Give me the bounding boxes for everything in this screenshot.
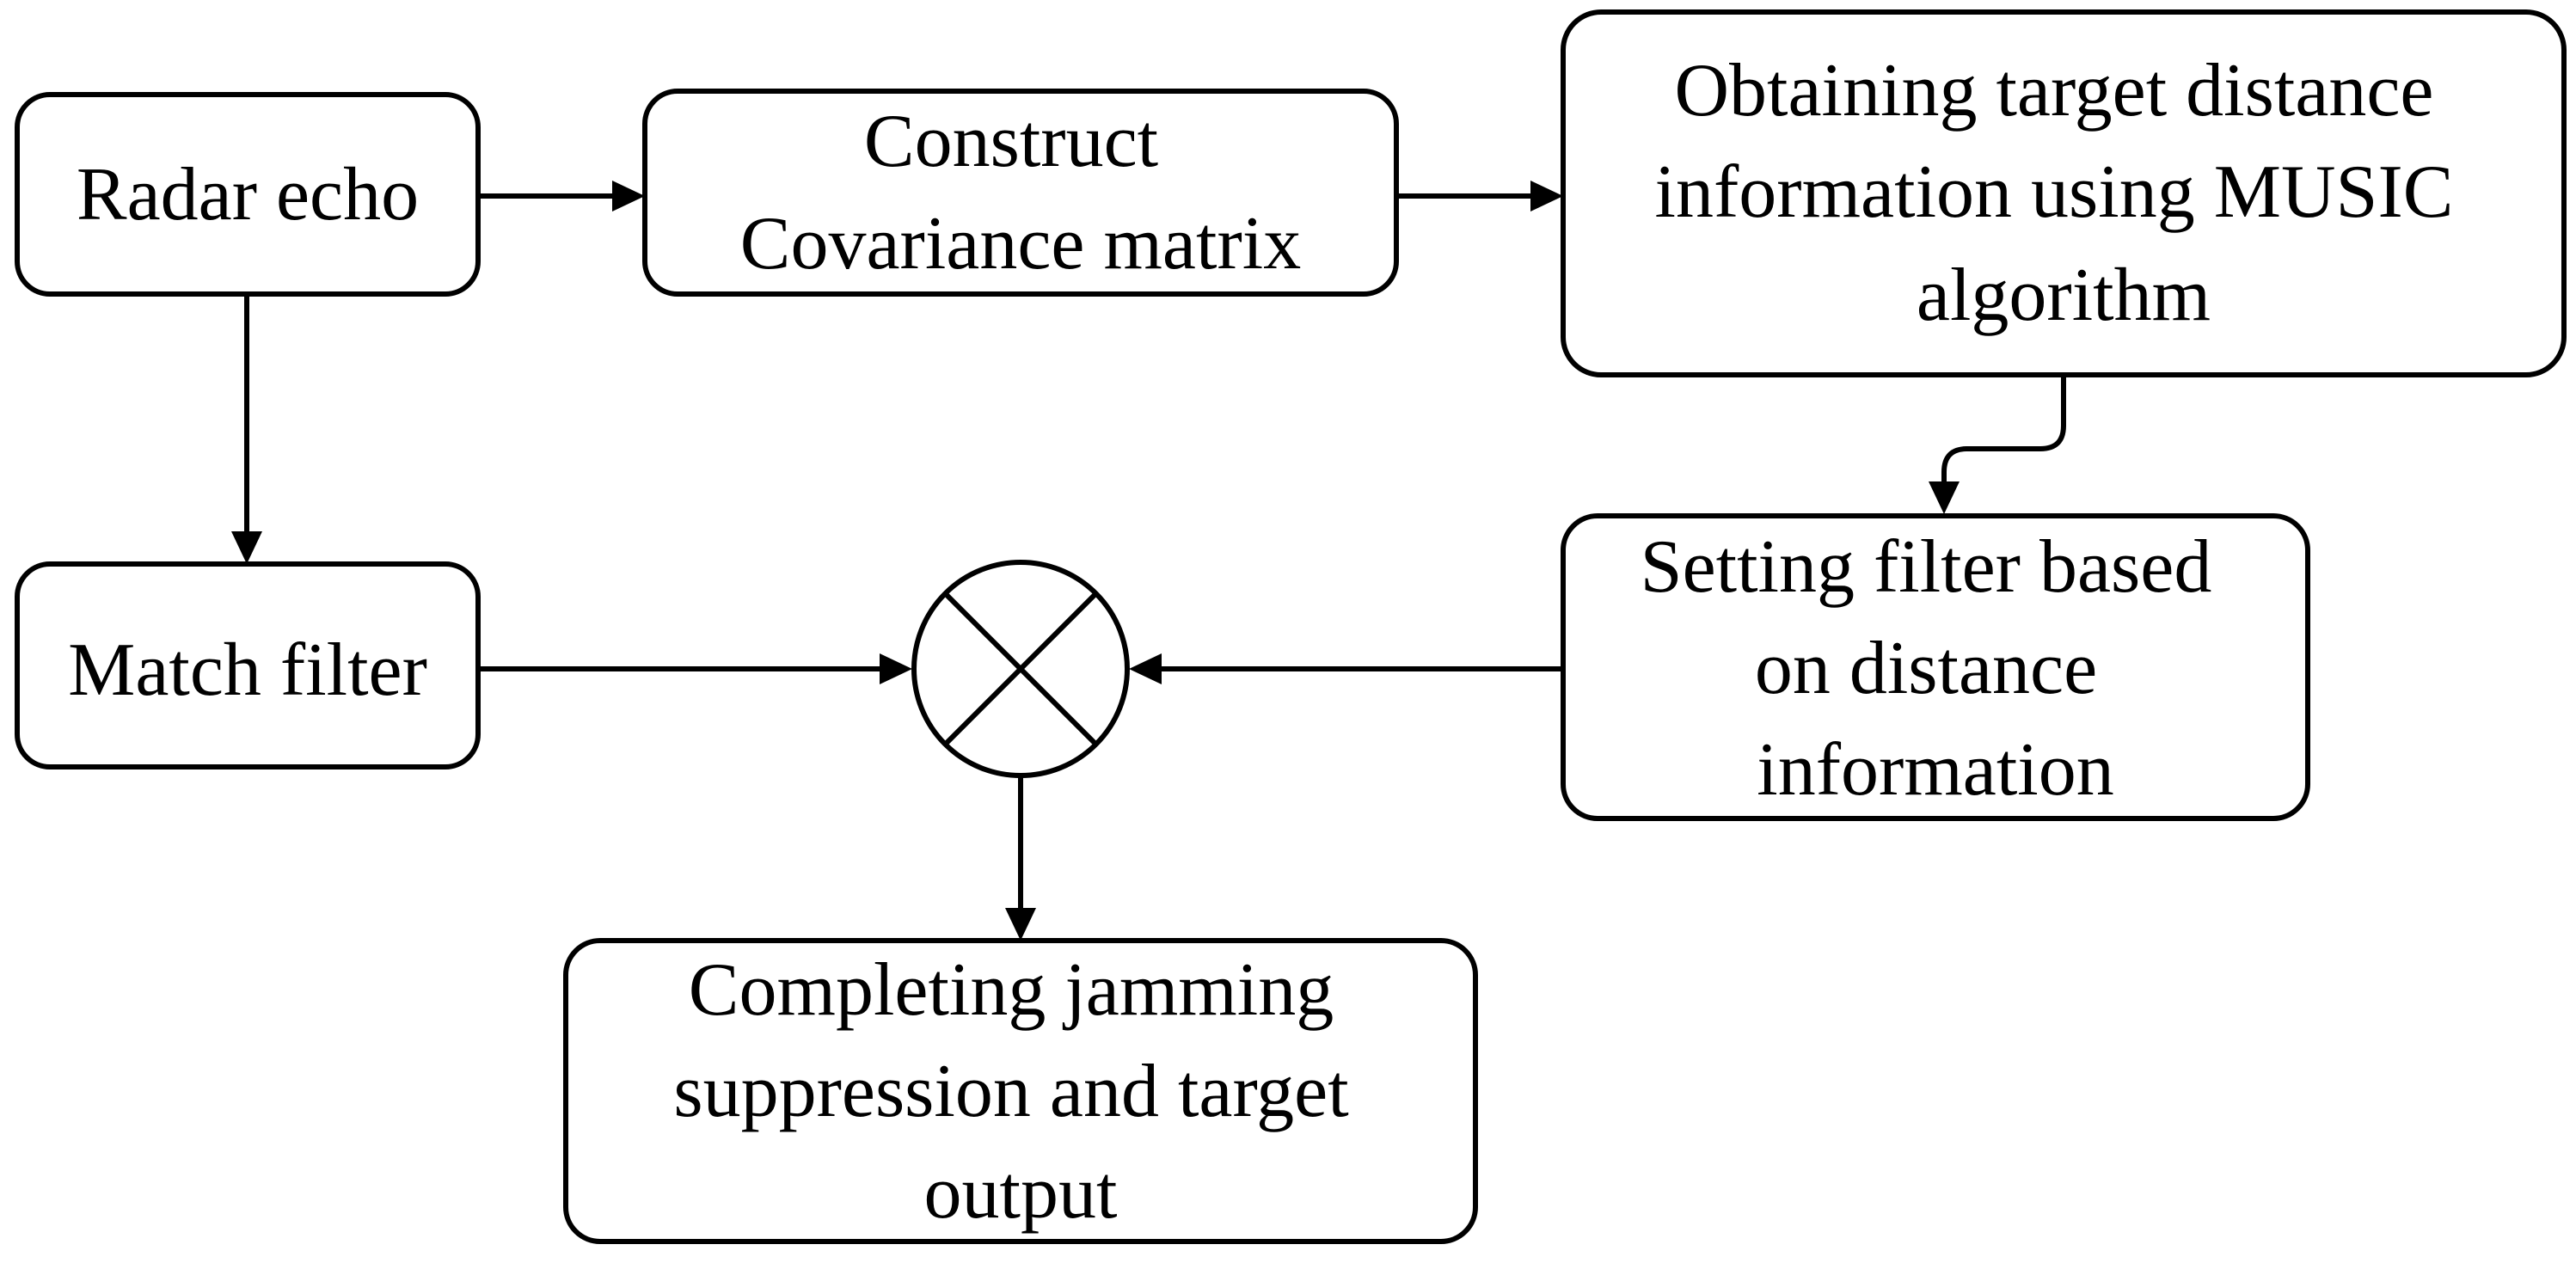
arrowhead-setting-filter bbox=[1929, 481, 1960, 514]
arrowhead-covariance bbox=[612, 181, 645, 212]
connectors bbox=[231, 181, 2066, 941]
node-covariance: Construct Covariance matrix bbox=[642, 89, 1399, 297]
arrowhead-music bbox=[1530, 181, 1563, 212]
arrowhead-multiplier-right bbox=[1129, 653, 1162, 684]
connector-music-to-setting-filter bbox=[1941, 375, 2066, 481]
node-radar-echo: Radar echo bbox=[15, 92, 481, 297]
node-match-filter-label: Match filter bbox=[68, 628, 427, 712]
node-output: Completing jamming suppression and targe… bbox=[563, 938, 1478, 1244]
node-output-label: Completing jamming suppression and targe… bbox=[673, 948, 1367, 1235]
node-radar-echo-label: Radar echo bbox=[77, 153, 419, 236]
node-music: Obtaining target distance information us… bbox=[1561, 9, 2567, 377]
node-match-filter: Match filter bbox=[15, 561, 481, 769]
arrowhead-output bbox=[1005, 908, 1036, 941]
arrowhead-multiplier-left bbox=[880, 653, 912, 684]
circle-cross-multiplier-icon bbox=[911, 560, 1130, 778]
arrowhead-match-filter bbox=[231, 531, 262, 564]
node-music-label: Obtaining target distance information us… bbox=[1655, 49, 2473, 337]
node-setting-filter: Setting filter based on distance informa… bbox=[1561, 513, 2310, 821]
node-setting-filter-label: Setting filter based on distance informa… bbox=[1641, 525, 2231, 812]
node-covariance-label: Construct Covariance matrix bbox=[740, 100, 1301, 285]
